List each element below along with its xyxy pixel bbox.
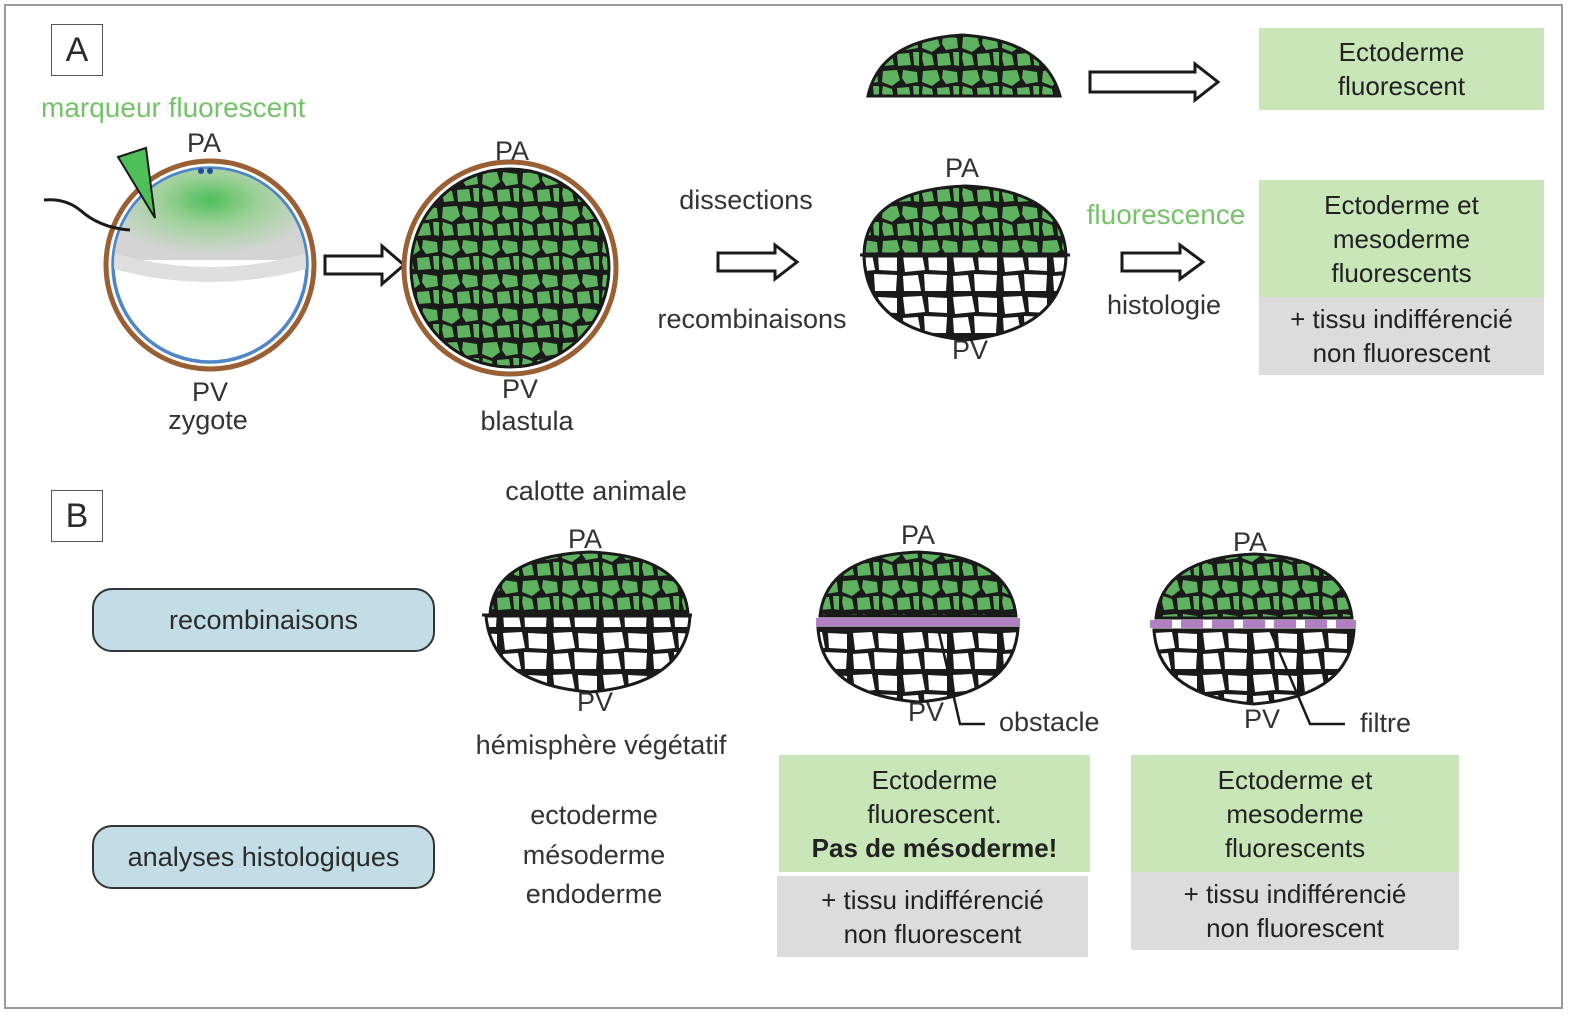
result-cap-line1: Ectoderme [1338, 37, 1465, 67]
embryo-filtre [1150, 552, 1356, 726]
pill-analyses-histologiques: analyses histologiques [92, 825, 435, 889]
result-recomb-g1: Ectoderme et [1324, 189, 1479, 220]
result-recomb-y1: + tissu indifférencié [1290, 304, 1513, 334]
filtre-label: filtre [1360, 708, 1412, 738]
recomb-pv: PV [951, 335, 989, 365]
arrow-zygote-blastula [323, 242, 407, 288]
result-recomb-y2: non fluorescent [1312, 338, 1491, 368]
embryo2-pa: PA [900, 520, 936, 550]
result-recomb-g2: mesoderme [1332, 223, 1471, 254]
result-filtre-y2: non fluorescent [1206, 913, 1384, 943]
blastula-name: blastula [480, 406, 574, 436]
embryo2-pv: PV [907, 697, 945, 727]
embryo3-pv: PV [1243, 704, 1281, 734]
result-obstacle-y1: + tissu indifférencié [821, 884, 1044, 915]
marker-label: marqueur fluorescent [41, 92, 306, 123]
obstacle-label: obstacle [999, 707, 1100, 737]
cap-label: calotte animale [505, 476, 687, 506]
result-obstacle-green: Ectoderme fluorescent. Pas de mésoderme! [779, 755, 1090, 872]
panel-label-b: B [51, 490, 103, 542]
result-filtre-grey: + tissu indifférencié non fluorescent [1131, 872, 1459, 950]
result-cap-box: Ectoderme fluorescent [1259, 28, 1544, 110]
embryo3-pa: PA [1232, 527, 1268, 557]
recombinaisons-label: recombinaisons [657, 304, 847, 334]
embryo1-pv: PV [576, 687, 614, 717]
recombinant-embryo-a [860, 184, 1070, 342]
embryo-obstacle [816, 550, 1020, 726]
result-recomb-grey: + tissu indifférencié non fluorescent [1259, 297, 1544, 375]
recomb-pa: PA [944, 153, 980, 183]
tissue-mesoderme: mésoderme [522, 840, 666, 870]
zygote-name: zygote [168, 405, 248, 435]
result-obstacle-grey: + tissu indifférencié non fluorescent [777, 876, 1088, 957]
zygote-pa: PA [186, 128, 222, 158]
zygote [43, 146, 317, 372]
blastula-pv: PV [501, 374, 539, 404]
result-filtre-g1: Ectoderme et [1217, 764, 1373, 795]
result-obstacle-y2: non fluorescent [843, 918, 1022, 949]
fluorescence-label: fluorescence [1086, 199, 1246, 230]
result-obstacle-g1: Ectoderme [871, 764, 998, 795]
result-filtre-g3: fluorescents [1224, 832, 1366, 863]
result-filtre-green: Ectoderme et mesoderme fluorescents [1131, 755, 1459, 872]
result-recomb-g3: fluorescents [1331, 257, 1472, 288]
histologie-label: histologie [1106, 290, 1222, 320]
tissue-ectoderme: ectoderme [530, 800, 658, 830]
pill-recombinaisons: recombinaisons [92, 588, 435, 652]
result-obstacle-g3: Pas de mésoderme! [811, 832, 1058, 863]
result-recomb-green: Ectoderme et mesoderme fluorescents [1259, 180, 1544, 297]
tissue-endoderme: endoderme [525, 879, 663, 909]
result-filtre-g2: mesoderme [1226, 798, 1364, 829]
blastula-pa: PA [494, 136, 530, 166]
arrow-cap-result [1088, 60, 1221, 104]
dissections-label: dissections [679, 185, 813, 215]
isolated-animal-cap [866, 33, 1062, 98]
arrow-histologie [1120, 242, 1206, 282]
arrow-dissections [716, 241, 800, 283]
panel-label-a: A [51, 24, 103, 76]
embryo-control [482, 550, 692, 694]
result-obstacle-g2: fluorescent. [867, 798, 1002, 829]
zygote-pv: PV [191, 377, 229, 407]
embryo1-pa: PA [567, 524, 603, 554]
blastula [401, 159, 619, 377]
vegetal-label: hémisphère végétatif [475, 730, 727, 760]
result-filtre-y1: + tissu indifférencié [1183, 879, 1407, 909]
figure-frame [4, 4, 1563, 1009]
result-cap-line2: fluorescent [1337, 71, 1466, 101]
